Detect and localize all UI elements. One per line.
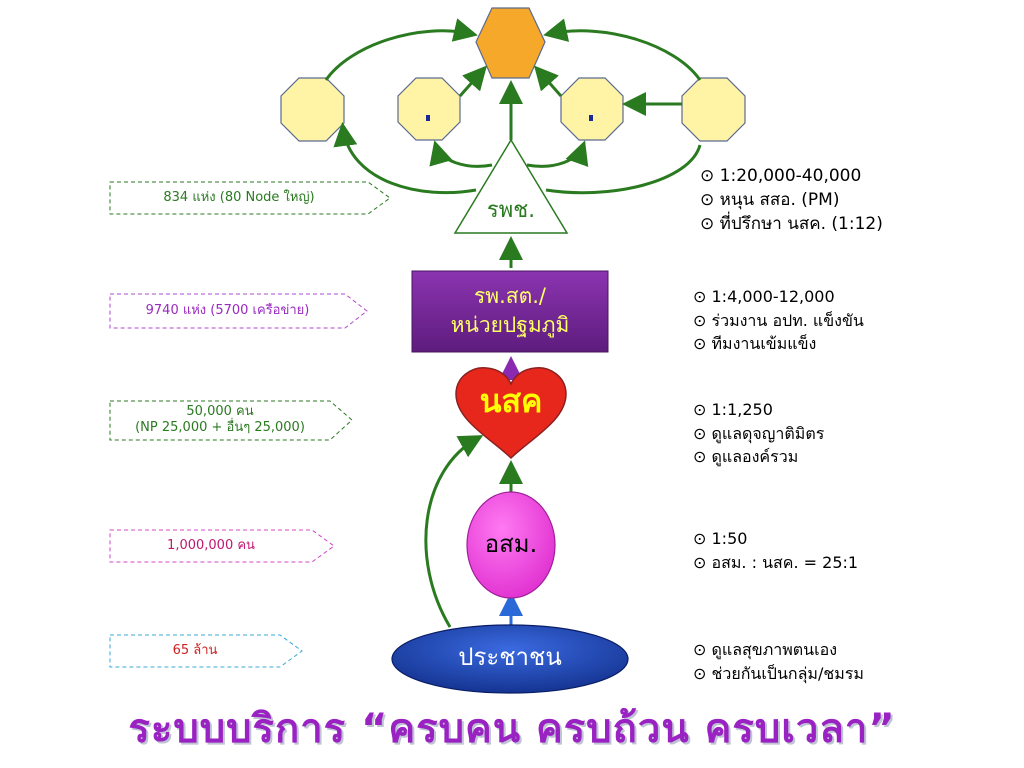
bullets-hospital: ⊙ 1:20,000-40,000 ⊙ หนุน สสอ. (PM) ⊙ ที่… xyxy=(700,164,883,236)
page-title: ระบบบริการ “ครบคน ครบถ้วน ครบเวลา” xyxy=(128,706,896,752)
bullet-hospital-1: ⊙ 1:20,000-40,000 xyxy=(700,166,862,186)
tag-subdistrict-text: 9740 แห่ง (5700 เครือข่าย) xyxy=(145,303,310,318)
bullet-subdistrict-3: ⊙ ทีมงานเข้มแข็ง xyxy=(693,334,817,353)
arrow-people-to-heart xyxy=(424,435,484,628)
bullet-heart-2: ⊙ ดูแลดุจญาติมิตร xyxy=(693,423,825,443)
arrow-hospital-to-innerleft xyxy=(429,140,493,168)
bullets-people: ⊙ ดูแลสุขภาพตนเอง ⊙ ช่วยกันเป็นกลุ่ม/ชมร… xyxy=(693,638,864,685)
arrow-hospital-to-farleft xyxy=(333,122,477,195)
bullets-volunteer: ⊙ 1:50 ⊙ อสม. : นสค. = 25:1 xyxy=(693,527,858,574)
bullet-hospital-2: ⊙ หนุน สสอ. (PM) xyxy=(700,190,840,210)
arrow-innerleft-to-hexagon xyxy=(458,65,487,97)
people-ellipse xyxy=(391,624,629,694)
tag-heart-shape xyxy=(109,400,353,441)
octagon-node-inner-left xyxy=(397,77,461,141)
octagon-node-far-left xyxy=(280,77,345,142)
arrow-hospital-to-innerright xyxy=(526,140,589,168)
people-label: ประชาชน xyxy=(458,643,562,671)
octagon-node-far-right xyxy=(681,77,746,142)
hospital-triangle xyxy=(453,138,569,234)
tag-people-shape xyxy=(109,634,303,668)
heart-shape xyxy=(455,367,567,460)
bullet-heart-1: ⊙ 1:1,250 xyxy=(693,400,773,419)
bullets-heart: ⊙ 1:1,250 ⊙ ดูแลดุจญาติมิตร ⊙ ดูแลองค์รว… xyxy=(693,398,824,469)
hospital-label: รพช. xyxy=(486,198,536,223)
heart-label: นสค xyxy=(479,382,543,420)
bullet-people-2: ⊙ ช่วยกันเป็นกลุ่ม/ชมรม xyxy=(693,663,864,683)
arrow-innerright-to-hexagon xyxy=(534,65,563,97)
subdistrict-label: รพ.สต./ หน่วยปฐมภูมิ xyxy=(450,284,570,337)
octagon-node-inner-right xyxy=(560,77,624,141)
tag-hospital-shape xyxy=(109,181,391,215)
bullet-subdistrict-1: ⊙ 1:4,000-12,000 xyxy=(693,287,835,306)
bullets-subdistrict: ⊙ 1:4,000-12,000 ⊙ ร่วมงาน อปท. แข็งขัน … xyxy=(693,285,864,356)
volunteer-ellipse xyxy=(466,491,556,599)
arrow-hospital-to-farright xyxy=(545,144,702,195)
bullet-volunteer-2: ⊙ อสม. : นสค. = 25:1 xyxy=(693,552,859,572)
dot-inner-right xyxy=(589,115,593,121)
dot-inner-left xyxy=(426,115,430,121)
volunteer-label: อสม. xyxy=(484,530,538,558)
top-hexagon-node xyxy=(475,7,546,79)
tag-volunteer-shape xyxy=(109,529,335,563)
tag-subdistrict-shape xyxy=(109,293,368,329)
bullet-heart-3: ⊙ ดูแลองค์รวม xyxy=(693,447,799,466)
tag-volunteer-text: 1,000,000 คน xyxy=(167,538,255,553)
bullet-subdistrict-2: ⊙ ร่วมงาน อปท. แข็งขัน xyxy=(693,310,864,330)
arrow-farright-to-hexagon xyxy=(543,18,702,81)
bullet-people-1: ⊙ ดูแลสุขภาพตนเอง xyxy=(693,640,837,659)
arrow-farleft-to-hexagon xyxy=(324,18,478,81)
subdistrict-box xyxy=(411,270,609,353)
tag-hospital-text: 834 แห่ง (80 Node ใหญ่) xyxy=(163,190,315,205)
bullet-volunteer-1: ⊙ 1:50 xyxy=(693,529,748,548)
bullet-hospital-3: ⊙ ที่ปรึกษา นสค. (1:12) xyxy=(700,214,883,234)
tag-people-text: 65 ล้าน xyxy=(172,643,218,658)
tag-heart-text: 50,000 คน (NP 25,000 + อื่นๆ 25,000) xyxy=(135,404,305,435)
